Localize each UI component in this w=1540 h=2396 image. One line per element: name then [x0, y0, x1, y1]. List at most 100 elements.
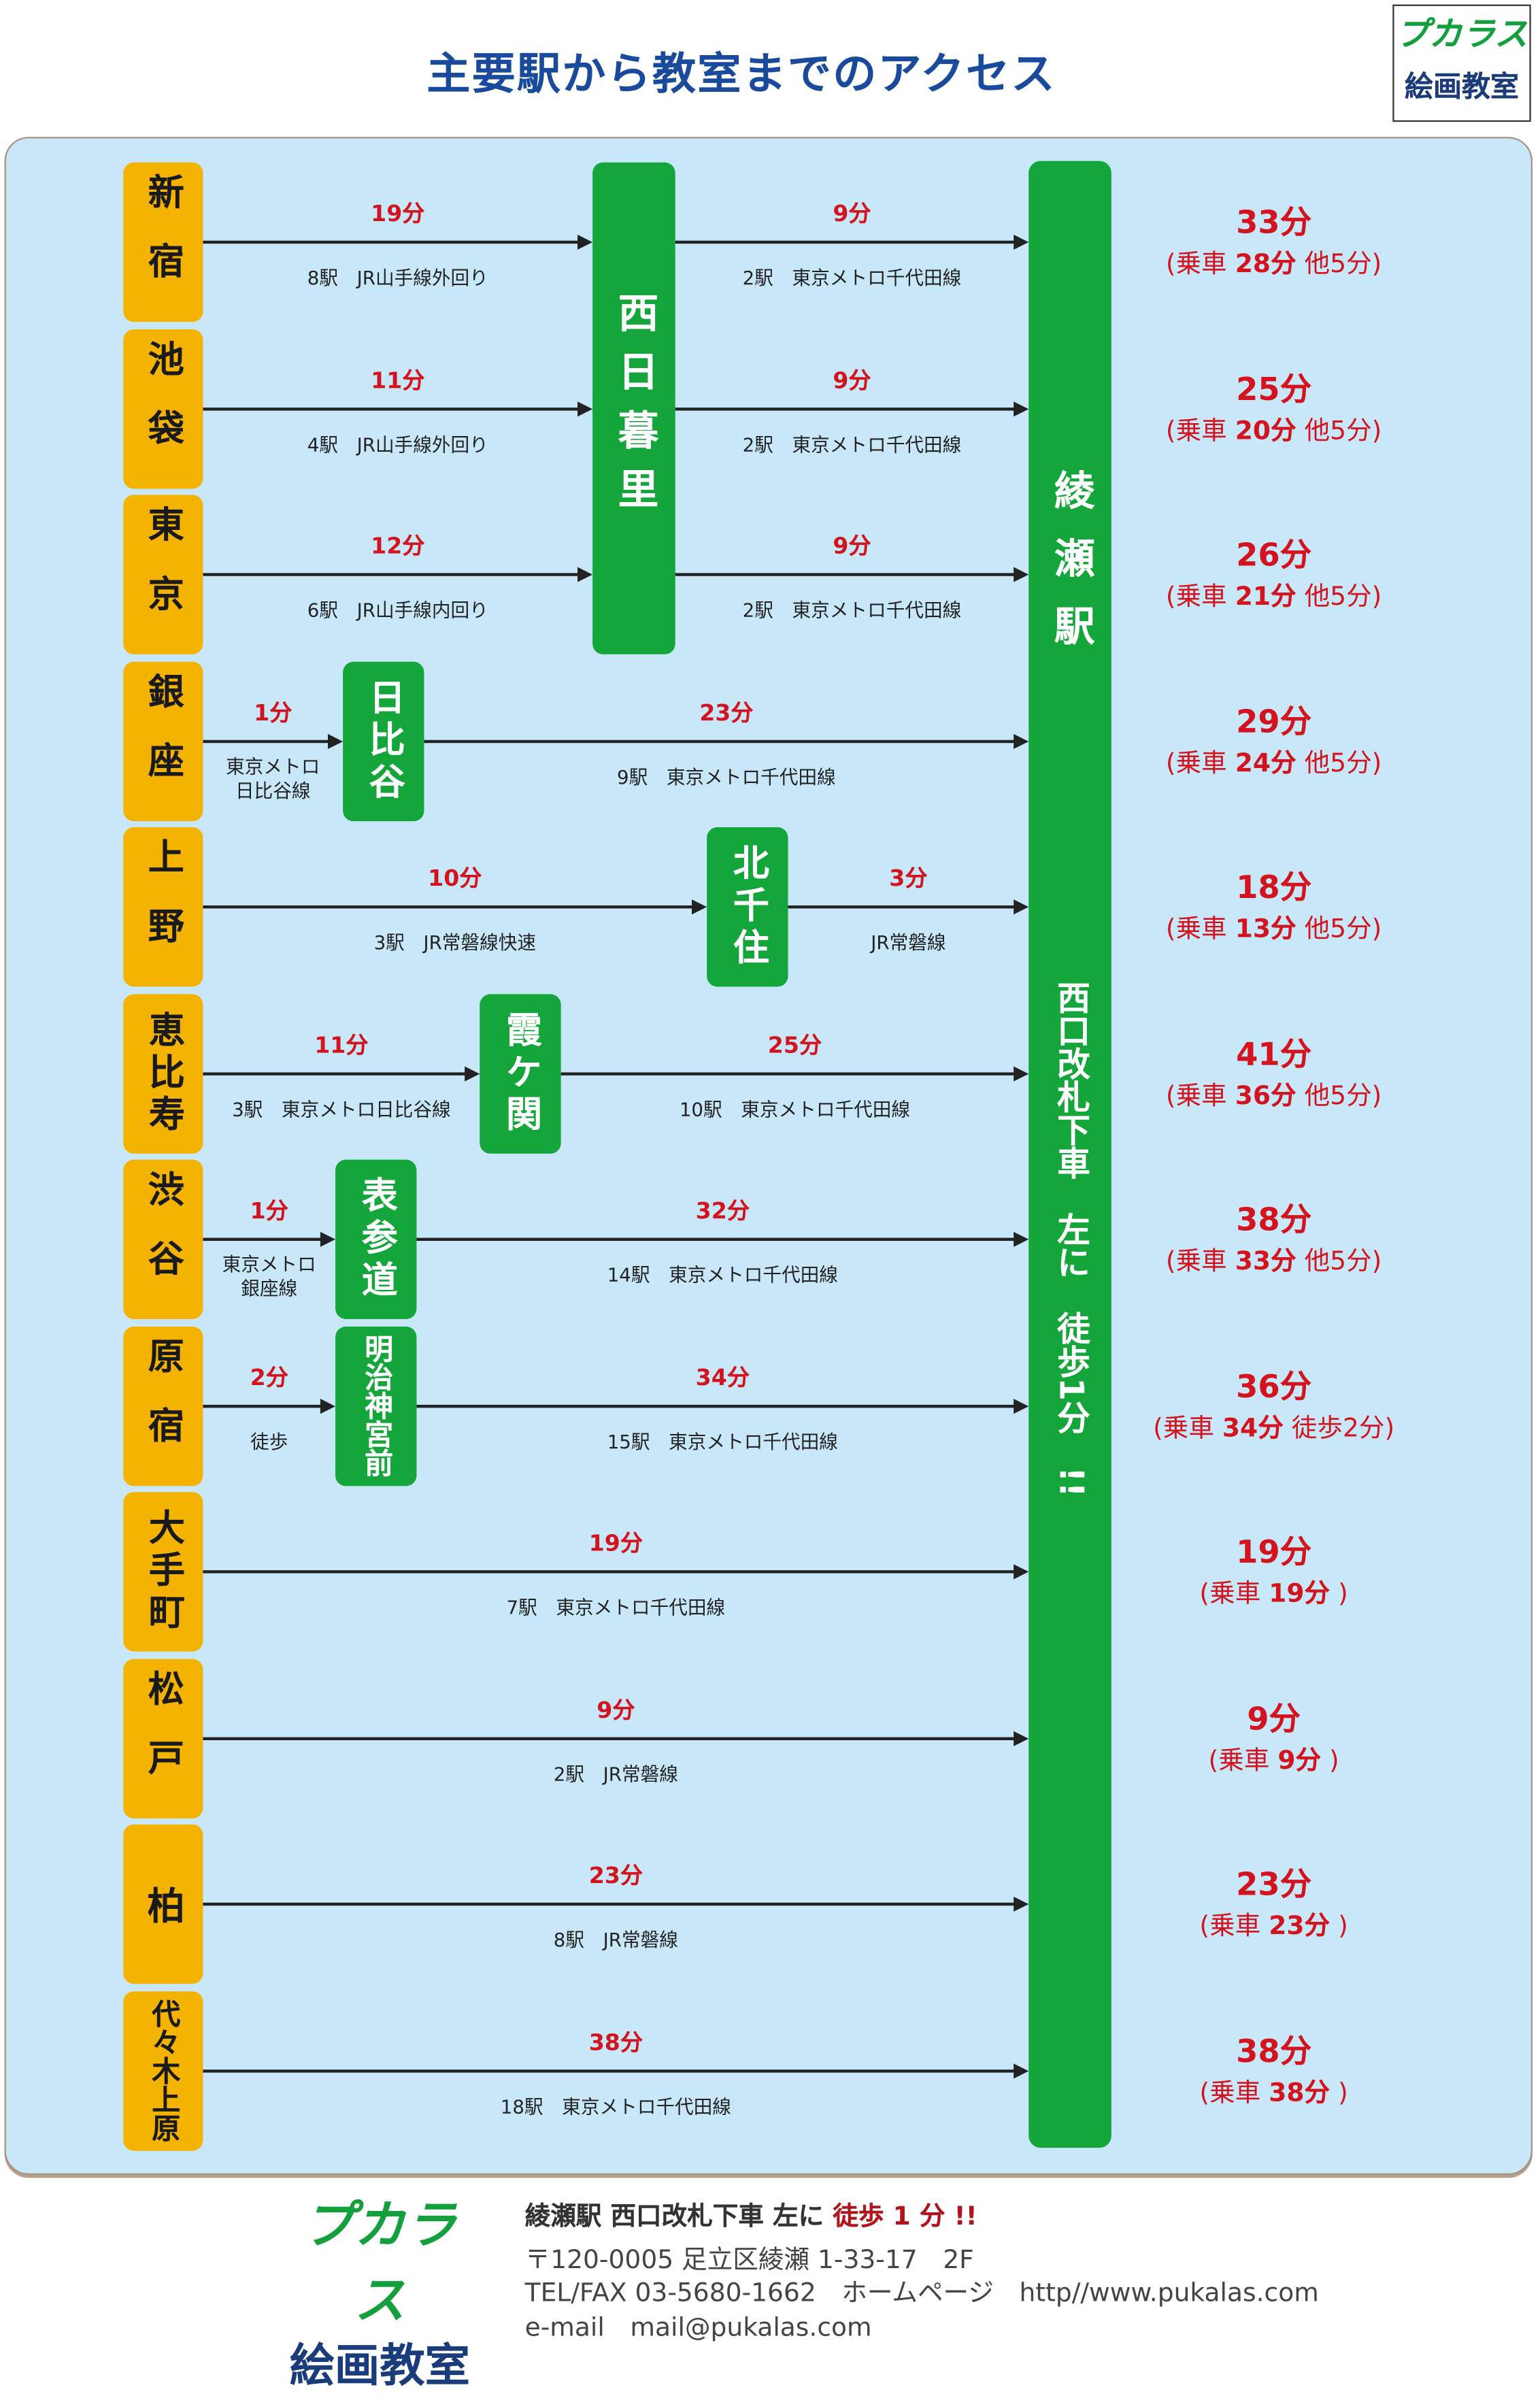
paren-open: (: [1199, 2078, 1210, 2108]
origin-station: 池袋: [123, 329, 203, 488]
footer-address: 〒120-0005 足立区綾瀬 1-33-17 2F: [524, 2245, 974, 2276]
segment-time: 32分: [695, 1197, 750, 1225]
arrowhead-icon: [1014, 234, 1029, 250]
paren-open: (: [1165, 1080, 1176, 1111]
logo: プカラス 絵画教室: [1392, 4, 1531, 122]
origin-station: 渋谷: [123, 1159, 203, 1319]
logo-mark: プカラス: [1396, 16, 1528, 54]
origin-station: 銀座: [123, 661, 203, 821]
route-line: [416, 1403, 1016, 1408]
segment-detail: 徒歩: [250, 1429, 288, 1452]
origin-station: 柏: [123, 1824, 203, 1984]
route-line: [203, 240, 580, 244]
segment-detail: 2駅 JR常磐線: [553, 1762, 678, 1785]
ride-time: 28分: [1235, 250, 1296, 280]
paren-open: (: [1165, 582, 1176, 612]
arrowhead-icon: [327, 733, 344, 748]
segment-time: 12分: [371, 532, 425, 560]
footer-email[interactable]: e-mail mail@pukalas.com: [524, 2313, 872, 2344]
segment-time: 11分: [314, 1031, 369, 1059]
paren-close: ): [1371, 748, 1382, 779]
transfer-station-name: 日比谷: [362, 678, 405, 804]
origin-name: 大手町: [141, 1508, 184, 1635]
destination-name: 綾瀬駅: [1046, 469, 1094, 673]
origin-station: 東京: [123, 495, 203, 654]
transfer-station: 明治神宮前: [335, 1325, 417, 1486]
route-line: [203, 739, 330, 743]
paren-open: (: [1165, 748, 1176, 779]
arrowhead-icon: [1014, 401, 1029, 416]
origin-name: 原宿: [141, 1336, 184, 1475]
segment-detail: 10駅 東京メトロ千代田線: [679, 1097, 911, 1120]
origin-station: 新宿: [123, 162, 203, 322]
paren-close: ): [1338, 2078, 1348, 2108]
ride-time: 9分: [1277, 1745, 1322, 1776]
origin-station: 大手町: [123, 1492, 203, 1652]
segment-detail: 東京メトロ 日比谷線: [226, 754, 320, 801]
segment-detail: 2駅 東京メトロ千代田線: [742, 432, 962, 455]
arrowhead-icon: [1014, 2063, 1029, 2078]
arrowhead-icon: [320, 1231, 336, 1247]
route-line: [675, 407, 1016, 410]
paren-close: ): [1371, 416, 1382, 446]
ride-label: 乗車: [1175, 748, 1227, 779]
route-line: [203, 1736, 1016, 1740]
extra-time: 他5分: [1304, 1246, 1372, 1278]
segment-time: 9分: [597, 1695, 635, 1723]
origin-name: 柏: [141, 1885, 186, 1923]
segment-time: 10分: [428, 865, 482, 893]
origin-station: 恵比寿: [123, 993, 203, 1153]
transfer-station: 表参道: [335, 1159, 417, 1319]
extra-time: 他5分: [1304, 250, 1372, 280]
segment-detail: 15駅 東京メトロ千代田線: [607, 1429, 838, 1452]
transfer-station: 北千住: [707, 827, 788, 987]
destination-instruction: 西口改札下車 左に 徒歩1分 !!: [1051, 980, 1089, 1497]
route-line: [203, 1403, 322, 1408]
origin-station: 松戸: [123, 1658, 203, 1818]
ride-time: 33分: [1235, 1246, 1296, 1278]
footer-logo-mark: プカラス: [303, 2195, 457, 2331]
transfer-station-name: 表参道: [354, 1176, 397, 1303]
paren-close: ): [1371, 1246, 1382, 1278]
paren-open: (: [1165, 914, 1176, 945]
segment-detail: 4駅 JR山手線外回り: [307, 432, 488, 455]
transfer-station: 日比谷: [343, 661, 424, 821]
ride-time: 21分: [1235, 582, 1296, 612]
paren-open: (: [1199, 1579, 1210, 1610]
route-line: [203, 1570, 1016, 1574]
time-breakdown: (乗車 21分 他5分): [1093, 575, 1454, 612]
segment-detail: 2駅 東京メトロ千代田線: [742, 266, 962, 289]
segment-detail: 18駅 東京メトロ千代田線: [500, 2094, 731, 2117]
segment-time: 9分: [833, 532, 871, 560]
origin-name: 恵比寿: [141, 1010, 184, 1137]
ride-time: 38分: [1269, 2078, 1330, 2108]
logo-name: 絵画教室: [1404, 70, 1520, 104]
time-breakdown: (乗車 38分 ): [1093, 2070, 1454, 2108]
arrowhead-icon: [577, 567, 593, 582]
paren-close: ): [1371, 1080, 1382, 1111]
extra-time: 他5分: [1304, 416, 1372, 446]
route-line: [203, 1902, 1016, 1906]
arrowhead-icon: [577, 234, 593, 250]
footer-contact[interactable]: TEL/FAX 03-5680-1662 ホームページ http//www.pu…: [524, 2278, 1319, 2309]
total-time: 19分: [1236, 1534, 1312, 1571]
total-time: 23分: [1236, 1866, 1312, 1903]
time-breakdown: (乗車 20分 他5分): [1093, 408, 1454, 446]
ride-label: 乗車: [1175, 1080, 1227, 1111]
segment-detail: 3駅 東京メトロ日比谷線: [232, 1097, 451, 1120]
paren-open: (: [1165, 250, 1176, 280]
segment-detail: 2駅 東京メトロ千代田線: [742, 598, 962, 622]
route-line: [560, 1071, 1016, 1075]
paren-close: ): [1371, 914, 1382, 945]
origin-name: 松戸: [141, 1668, 184, 1808]
origin-name: 渋谷: [141, 1170, 184, 1309]
total-time: 9分: [1247, 1700, 1301, 1737]
segment-time: 23分: [588, 1862, 643, 1889]
paren-open: (: [1153, 1413, 1163, 1444]
segment-time: 38分: [588, 2028, 643, 2056]
extra-time: 他5分: [1304, 1080, 1372, 1111]
segment-time: 3分: [889, 865, 928, 893]
origin-name: 上野: [141, 837, 184, 976]
segment-time: 34分: [695, 1363, 750, 1391]
